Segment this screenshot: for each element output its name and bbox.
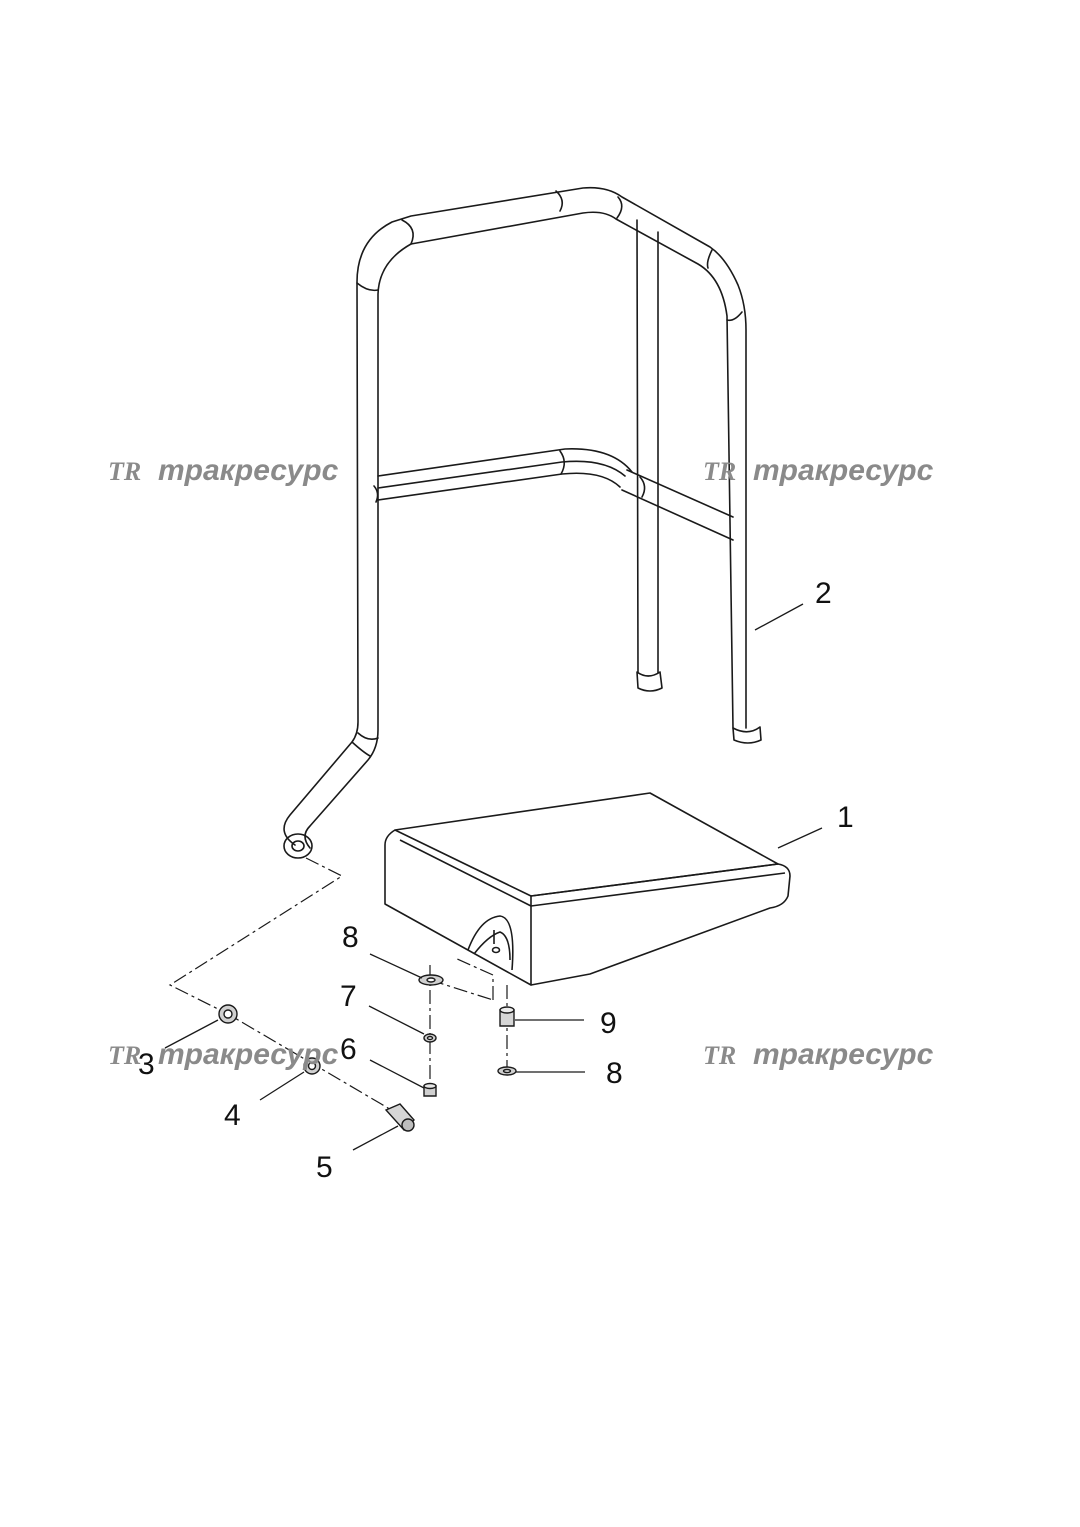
callout-5: 5	[316, 1151, 333, 1184]
screw-part-9	[499, 1006, 515, 1027]
callout-6: 6	[340, 1033, 357, 1066]
flat-washer-part-8-lower	[497, 1066, 517, 1076]
watermark-bottom-left: TR тракресурс	[108, 1038, 339, 1071]
watermark-top-left: TR тракресурс	[108, 454, 339, 487]
nut-part-6	[423, 1082, 437, 1097]
handrail-frame	[283, 186, 762, 849]
lock-washer-part-7	[423, 1033, 437, 1043]
frame-foot-eye	[283, 833, 313, 859]
flat-washer-part-8-upper	[418, 974, 444, 986]
seat-box	[384, 792, 791, 986]
watermark-logo: TR	[108, 1041, 141, 1070]
washer-part-3	[218, 1004, 238, 1024]
assembly-lines	[168, 857, 508, 1119]
bolt-part-5	[384, 1103, 415, 1132]
watermark-bottom-right: TR тракресурс	[703, 1038, 934, 1071]
callout-7: 7	[340, 980, 357, 1013]
watermark-logo: TR	[108, 457, 141, 486]
callout-2: 2	[815, 577, 832, 610]
leader-lines	[164, 603, 823, 1151]
callout-4: 4	[224, 1099, 241, 1132]
watermark-logo: TR	[703, 457, 736, 486]
watermark-logo: TR	[703, 1041, 736, 1070]
callout-3: 3	[138, 1048, 155, 1081]
watermark-text: тракресурс	[158, 454, 339, 487]
watermark-text: тракресурс	[753, 1038, 934, 1071]
callout-9: 9	[600, 1007, 617, 1040]
callout-8-lower: 8	[606, 1057, 623, 1090]
callout-1: 1	[837, 801, 854, 834]
watermark-text: тракресурс	[158, 1038, 339, 1071]
callout-8-upper: 8	[342, 921, 359, 954]
washer-part-4	[303, 1057, 321, 1075]
watermark-top-right: TR тракресурс	[703, 454, 934, 487]
watermark-text: тракресурс	[753, 454, 934, 487]
